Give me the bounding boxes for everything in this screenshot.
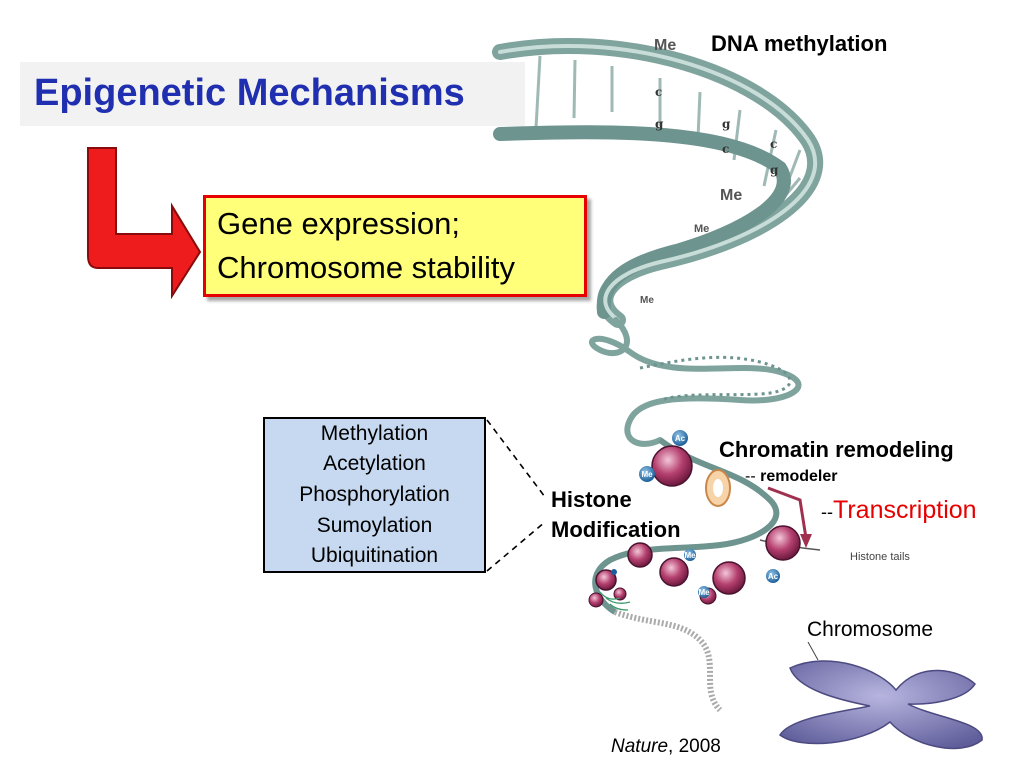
svg-text:Ac: Ac: [768, 572, 779, 581]
svg-text:g: g: [655, 117, 664, 131]
chromosome-icon: [779, 660, 983, 750]
histone-label-line-2: Modification: [551, 517, 681, 542]
modification-item: Methylation: [320, 422, 429, 445]
histone-marks: Ac Me Ac Me Me: [611, 430, 780, 598]
svg-text:g: g: [722, 117, 731, 131]
dna-helix: [492, 38, 823, 447]
outcome-line-1: Gene expression;: [217, 206, 460, 241]
transcription-label: --Transcription: [821, 496, 977, 525]
modification-item: Acetylation: [323, 452, 426, 475]
transcription-dash: --: [821, 502, 833, 522]
red-arrow-icon: [87, 147, 202, 300]
modification-item: Ubiquitination: [310, 544, 439, 567]
modification-item: Phosphorylation: [299, 483, 450, 506]
svg-text:g: g: [770, 163, 779, 177]
citation-journal: Nature: [611, 736, 669, 757]
page-title: Epigenetic Mechanisms: [34, 72, 465, 114]
svg-text:Me: Me: [684, 551, 696, 560]
svg-text:c: c: [655, 85, 662, 99]
histone-modifications-box: [263, 417, 486, 573]
modification-item: Sumoylation: [316, 514, 433, 537]
dna-methylation-label: DNA methylation: [711, 31, 888, 56]
methyl-tags: Me Me Me Me: [640, 37, 742, 306]
remodeler-label: -- remodeler: [745, 468, 837, 486]
svg-text:Me: Me: [654, 37, 676, 54]
base-pair-labels: c g g c c g: [655, 85, 779, 177]
histone-tails-label: Histone tails: [850, 551, 910, 563]
svg-text:c: c: [722, 142, 729, 156]
histone-tails-icon: [599, 591, 631, 611]
histone-label-line-1: Histone: [551, 487, 632, 512]
remodeler-icon: [705, 469, 731, 507]
svg-text:Ac: Ac: [675, 434, 686, 443]
title-background: [20, 62, 525, 126]
svg-text:Me: Me: [720, 187, 742, 204]
svg-text:Me: Me: [694, 223, 709, 235]
chromosome-label: Chromosome: [807, 618, 934, 641]
remodeler-dash: --: [745, 468, 761, 485]
svg-text:Me: Me: [640, 295, 654, 306]
transcription-text: Transcription: [833, 496, 977, 524]
svg-text:Me: Me: [641, 470, 653, 479]
callout-lines: [486, 419, 546, 572]
citation-year: , 2008: [668, 736, 721, 757]
outcome-box: [203, 195, 587, 297]
svg-text:c: c: [770, 137, 777, 151]
remodeler-text: remodeler: [760, 468, 838, 485]
citation: Nature, 2008: [611, 736, 721, 758]
chromatin-remodeling-label: Chromatin remodeling: [719, 437, 954, 462]
outcome-line-2: Chromosome stability: [217, 250, 516, 285]
nucleosomes: [588, 445, 801, 608]
svg-text:Me: Me: [698, 588, 710, 597]
chromosome-pointer: [807, 641, 819, 661]
